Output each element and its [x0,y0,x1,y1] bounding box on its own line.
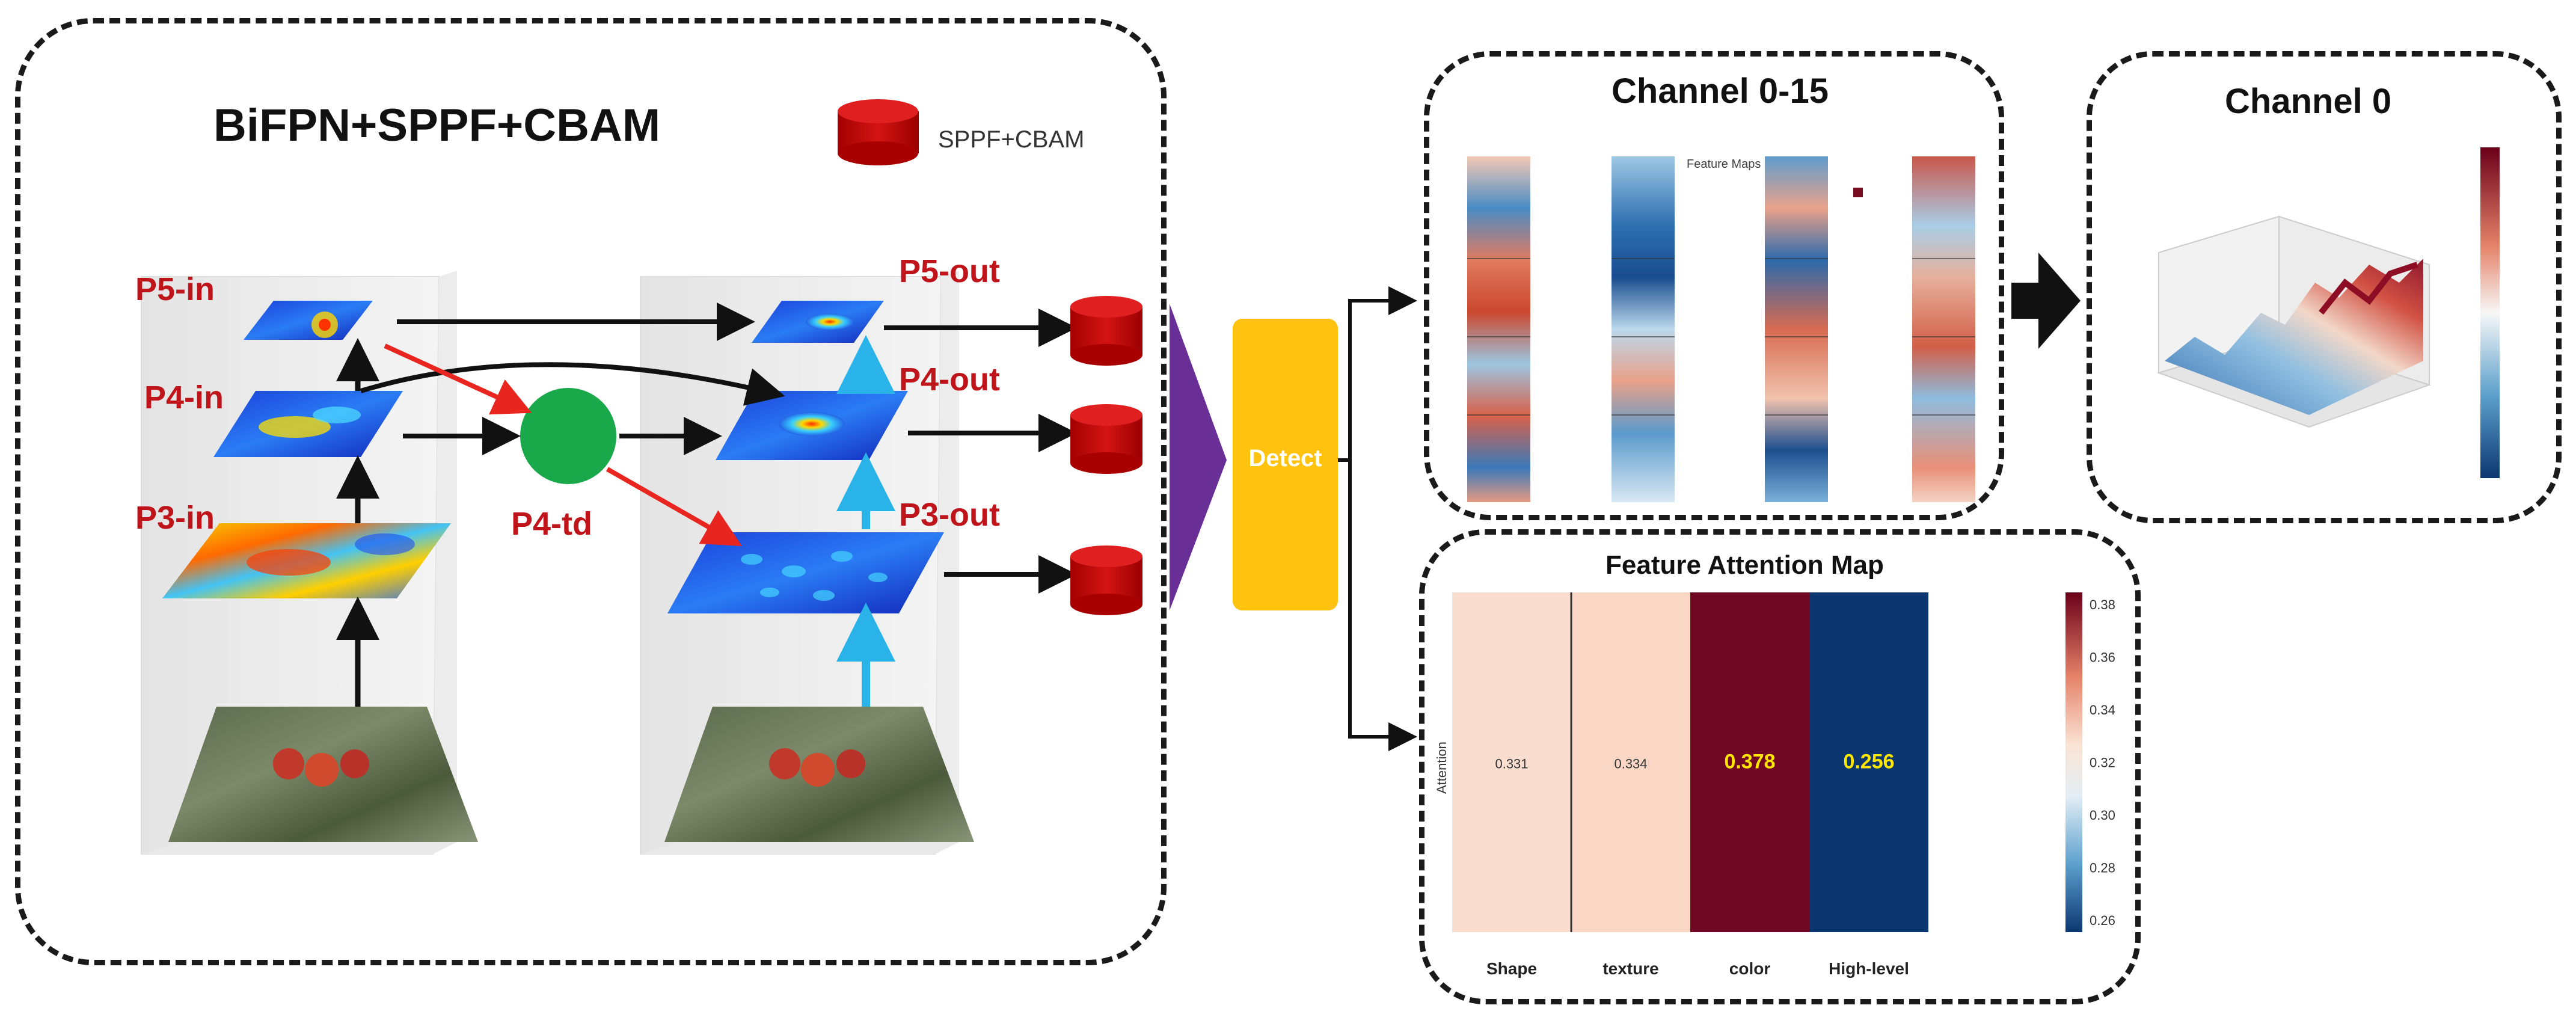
p3-out-map [667,532,944,613]
channel-0-15-title: Channel 0-15 [1612,72,1829,111]
channel-0-title: Channel 0 [2225,82,2392,121]
p5-in-label: P5-in [135,271,215,307]
channel0-panel [2087,51,2562,523]
channel-panel [1424,51,2004,520]
feature-map-strip-2 [1612,156,1675,502]
p4-td-node [520,388,616,484]
bifpn-panel [15,18,1167,965]
attention-title: Feature Attention Map [1605,550,1884,580]
feature-map-strip-4 [1912,156,1975,502]
feature-maps-label: Feature Maps [1687,158,1761,171]
p3-in-label: P3-in [135,500,215,536]
flow-arrow [2011,253,2081,349]
sppf-cylinder-p3 [1070,545,1142,615]
p4-out-label: P4-out [899,361,1000,398]
attention-ylabel: Attention [1434,742,1449,794]
p4-in-label: P4-in [144,379,224,416]
feature-map-strip-1 [1467,156,1530,502]
detect-block [1233,319,1338,610]
p3-out-label: P3-out [899,497,1000,533]
legend-cylinder [838,99,919,165]
surface-plot [2156,215,2432,428]
sppf-cylinder-p4 [1070,404,1142,474]
channel0-colorbar [2480,147,2500,478]
p4-td-label: P4-td [511,506,592,542]
p5-in-map [244,301,373,340]
feature-map-strip-3 [1765,156,1828,502]
p5-out-label: P5-out [899,253,1000,289]
attention-panel [1419,529,2141,1004]
legend-label: SPPF+CBAM [938,126,1085,153]
bifpn-title: BiFPN+SPPF+CBAM [213,100,661,151]
detect-label: Detect [1248,445,1322,472]
sppf-cylinder-p5 [1070,296,1142,366]
funnel [1170,304,1227,610]
